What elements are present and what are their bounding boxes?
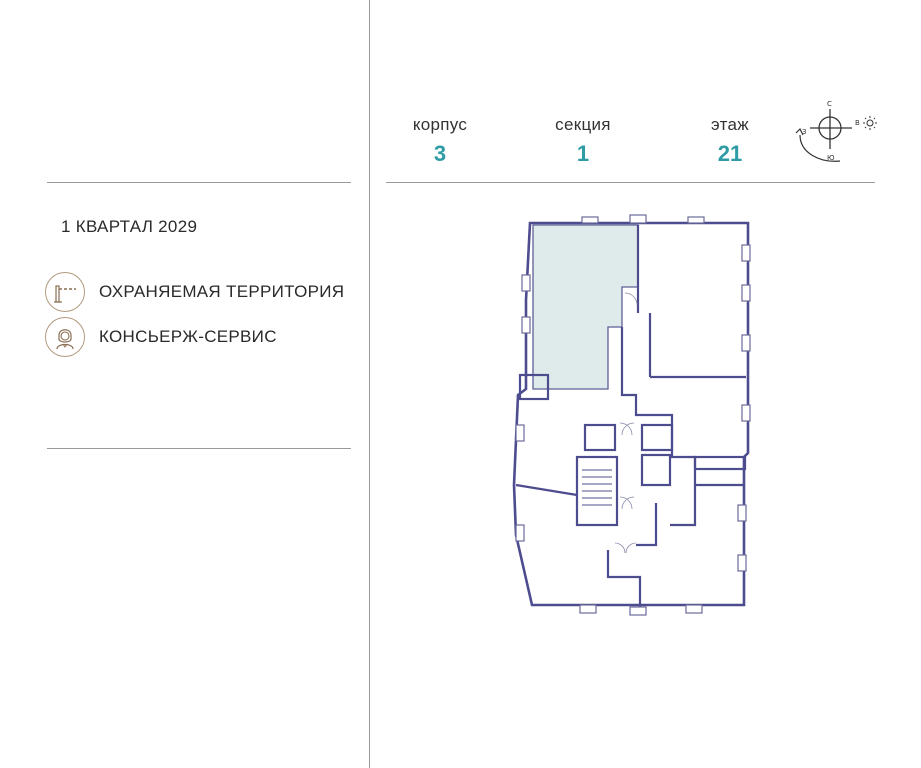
stat-floor: этаж 21 [670, 115, 790, 167]
feature-guarded-territory: ОХРАНЯЕМАЯ ТЕРРИТОРИЯ [45, 272, 344, 312]
stat-label: этаж [711, 115, 749, 134]
stat-section: секция 1 [523, 115, 643, 167]
doors [614, 292, 638, 554]
compass-west: З [802, 128, 807, 136]
vertical-divider [369, 0, 370, 768]
interior-walls [515, 225, 747, 613]
stat-building: корпус 3 [380, 115, 500, 167]
windows [515, 214, 751, 616]
compass-east: В [855, 119, 860, 127]
barrier-icon [45, 272, 85, 312]
left-bottom-divider [47, 448, 351, 449]
stairs [582, 469, 612, 506]
feature-label: КОНСЬЕРЖ-СЕРВИС [99, 327, 277, 346]
floor-plan[interactable] [490, 205, 780, 635]
stat-value: 21 [717, 141, 743, 166]
sun-icon [863, 116, 877, 130]
left-top-divider [47, 182, 351, 183]
stat-value: 1 [576, 141, 590, 166]
compass-icon: С Ю З В [795, 100, 877, 162]
right-header-divider [386, 182, 875, 183]
concierge-icon [45, 317, 85, 357]
compass-south: Ю [827, 154, 835, 162]
stat-label: секция [555, 115, 611, 134]
stat-value: 3 [433, 141, 447, 166]
stat-label: корпус [412, 115, 468, 134]
compass-north: С [827, 100, 832, 108]
feature-label: ОХРАНЯЕМАЯ ТЕРРИТОРИЯ [99, 282, 345, 301]
delivery-date: 1 КВАРТАЛ 2029 [61, 217, 198, 236]
feature-concierge: КОНСЬЕРЖ-СЕРВИС [45, 317, 277, 357]
